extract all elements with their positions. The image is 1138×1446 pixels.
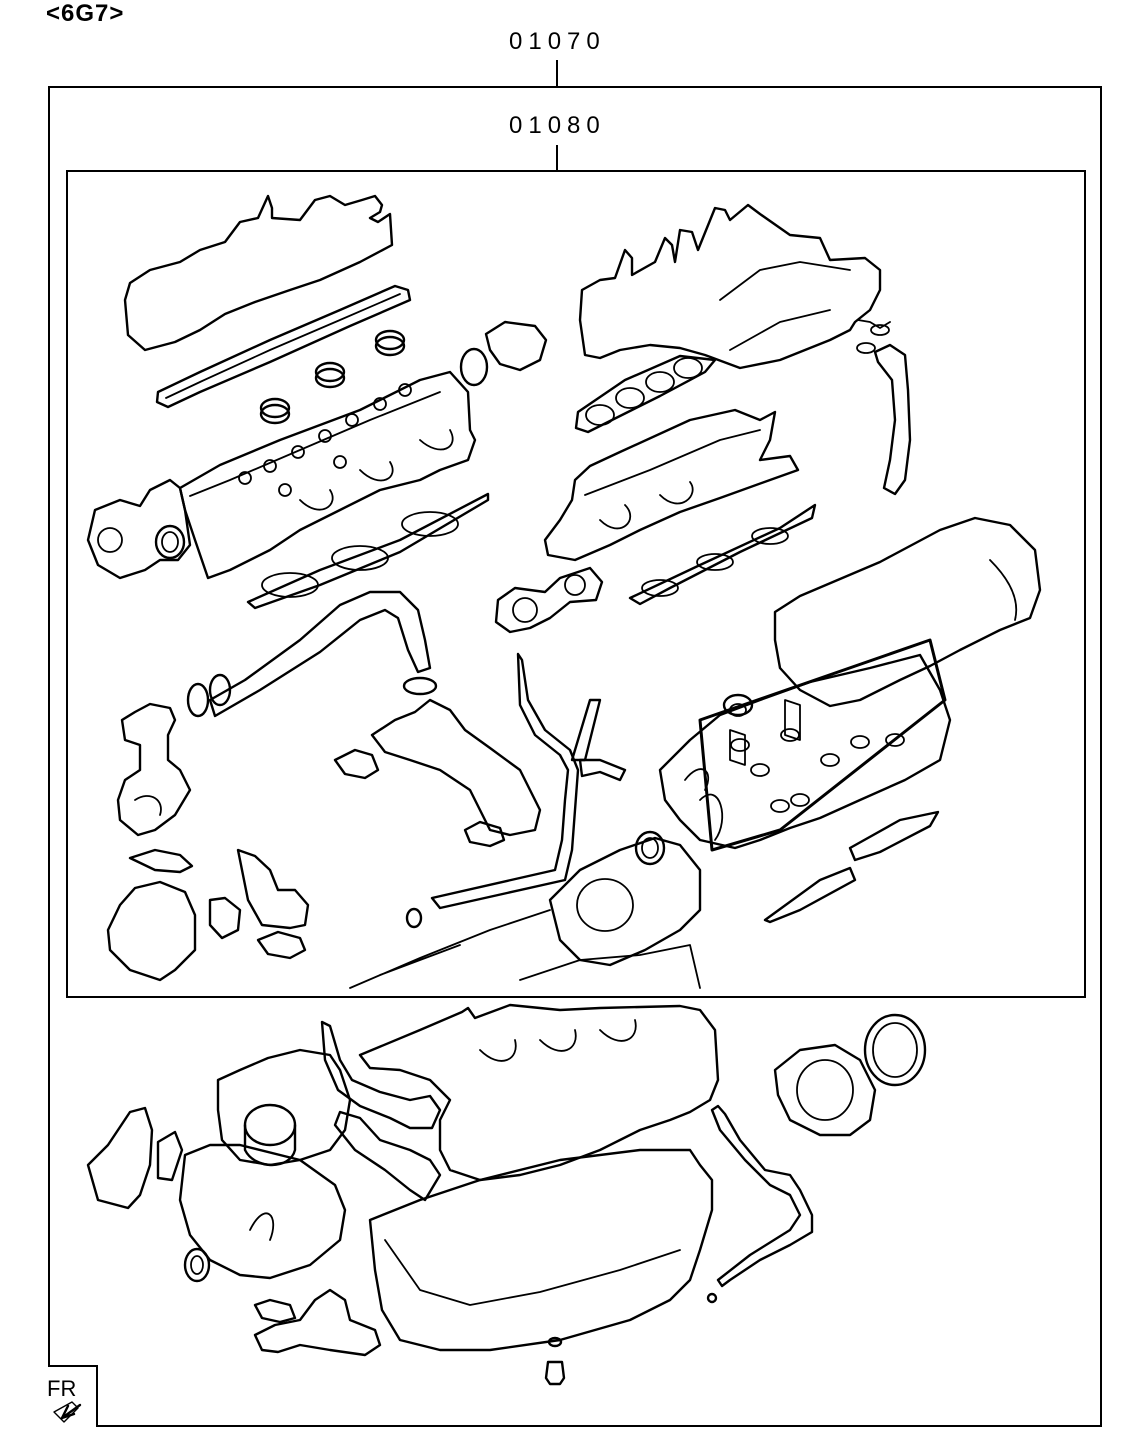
pcv-hose [873, 343, 912, 496]
timing-chain-cover [216, 1048, 352, 1167]
thermostat-gasket [128, 848, 194, 874]
intake-gasket-upper [574, 354, 717, 434]
water-bypass-housing [236, 848, 310, 930]
outer-kit-frame [48, 86, 1102, 1427]
oil-filter-adapter [178, 1143, 347, 1280]
rocker-cover-gasket-right [773, 516, 1042, 708]
rear-main-seal [863, 1013, 927, 1087]
exhaust-gasket-right-upper [848, 810, 940, 862]
cover-seal-strip [155, 284, 412, 409]
head-gasket-left [246, 492, 490, 610]
front-cover-gasket [86, 478, 192, 580]
head-right-bolt-holes [730, 728, 905, 813]
intake-manifold-lower [543, 408, 800, 562]
water-outlet-elbow [484, 320, 548, 372]
oil-strainer-pipe [253, 1288, 382, 1357]
head-gasket-right [548, 836, 702, 967]
outlet-gasket-small [333, 748, 380, 780]
rocker-cover-gasket-left [123, 194, 394, 352]
plug-tube-seals [259, 329, 406, 425]
water-inlet-pipe [208, 590, 432, 718]
engine-code-label: <6G7> [46, 0, 125, 27]
oil-pan [368, 1148, 714, 1352]
intake-plenum [578, 203, 882, 370]
part-number-inner-kit[interactable]: 01080 [509, 112, 606, 139]
intake-gasket-lower [628, 503, 817, 606]
oil-dipstick-tube-inner [430, 652, 580, 910]
bypass-gasket-small [463, 820, 506, 848]
inner-kit-frame [66, 170, 1086, 998]
part-number-outer-kit[interactable]: 01070 [509, 28, 606, 55]
cylinder-head-left [178, 370, 477, 580]
drain-plug-washer [547, 1336, 563, 1348]
crank-front-seal [183, 1247, 211, 1283]
rear-seal-housing [773, 1043, 877, 1137]
exhaust-gasket-right-lower [763, 866, 857, 924]
water-outlet-manifold [370, 698, 542, 837]
head-bolt-holes [238, 383, 412, 497]
cylinder-block [358, 1003, 720, 1182]
throttle-body-gasket [494, 566, 604, 634]
water-pump-housing [116, 702, 192, 837]
timing-cover-gasket [320, 1020, 442, 1130]
drain-plug [544, 1360, 566, 1386]
oil-level-gauge [710, 1104, 814, 1288]
thermostat-housing-lower [106, 880, 197, 982]
engine-mount-bracket [86, 1106, 154, 1210]
front-direction-label: FR [47, 1376, 77, 1401]
